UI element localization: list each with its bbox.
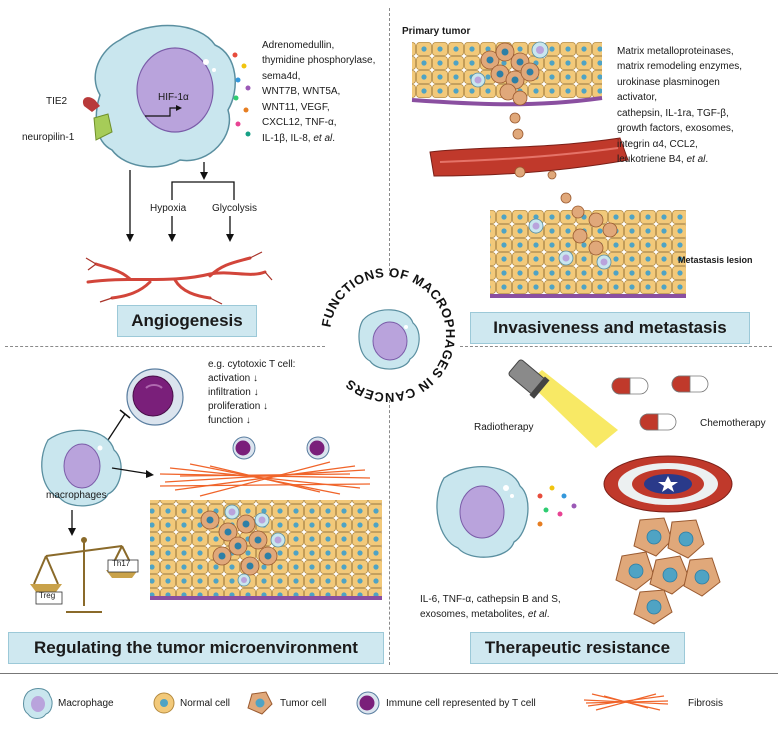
microenvironment-title: Regulating the tumor microenvironment bbox=[8, 632, 384, 664]
hif-label: HIF-1α bbox=[158, 92, 189, 103]
resistance-factors-end: . bbox=[546, 609, 550, 620]
macrophages-label: macrophages bbox=[46, 490, 107, 501]
glycolysis-label: Glycolysis bbox=[212, 203, 258, 214]
tie2-label: TIE2 bbox=[46, 96, 68, 107]
center-circular-title: FUNCTIONS OF MACROPHAGES IN CANCERS bbox=[319, 265, 458, 405]
tcell-effects: e.g. cytotoxic T cell: activation ↓ infi… bbox=[208, 359, 296, 426]
radiotherapy-label: Radiotherapy bbox=[474, 422, 534, 433]
resistance-et-al: et al bbox=[527, 609, 547, 620]
metastasis-factors-end: . bbox=[705, 154, 709, 165]
legend-fibrosis: Fibrosis bbox=[688, 698, 724, 709]
legend-tumor-cell: Tumor cell bbox=[280, 698, 327, 709]
legend-macrophage: Macrophage bbox=[58, 698, 114, 709]
primary-tumor-label: Primary tumor bbox=[402, 26, 471, 37]
legend-immune-cell: Immune cell represented by T cell bbox=[386, 698, 536, 709]
chemotherapy-label: Chemotherapy bbox=[700, 418, 766, 429]
horizontal-divider-right bbox=[460, 346, 772, 347]
legend-icons bbox=[23, 688, 669, 719]
angiogenesis-et-al: et al bbox=[313, 132, 333, 144]
vertical-divider-lower bbox=[389, 400, 390, 665]
horizontal-divider-left bbox=[5, 346, 325, 347]
metastasis-lesion-label: Metastasis lesion bbox=[678, 255, 753, 265]
hypoxia-label: Hypoxia bbox=[150, 203, 187, 214]
neuropilin-label: neuropilin-1 bbox=[22, 132, 75, 143]
vertical-divider bbox=[389, 8, 390, 276]
resistance-title: Therapeutic resistance bbox=[470, 632, 685, 664]
metastasis-factors-text: Matrix metalloproteinases, matrix remode… bbox=[617, 45, 743, 166]
metastasis-et-al: et al bbox=[686, 154, 706, 165]
legend: Macrophage Normal cell Tumor cell Immune… bbox=[0, 673, 778, 729]
angiogenesis-factors-end: . bbox=[332, 132, 336, 144]
treg-label: Treg bbox=[39, 591, 56, 600]
th17-label: Th17 bbox=[112, 559, 131, 568]
resistance-factors-text: IL-6, TNF-α, cathepsin B and S, exosomes… bbox=[420, 593, 561, 621]
metastasis-factors: Matrix metalloproteinases, matrix remode… bbox=[617, 28, 742, 168]
angiogenesis-factors: Adrenomedullin, thymidine phosphorylase,… bbox=[262, 22, 375, 146]
angiogenesis-factors-text: Adrenomedullin, thymidine phosphorylase,… bbox=[262, 39, 376, 144]
legend-normal-cell: Normal cell bbox=[180, 698, 231, 709]
metastasis-title: Invasiveness and metastasis bbox=[470, 312, 750, 344]
resistance-factors: IL-6, TNF-α, cathepsin B and S, exosomes… bbox=[420, 576, 561, 623]
angiogenesis-title: Angiogenesis bbox=[117, 305, 257, 337]
